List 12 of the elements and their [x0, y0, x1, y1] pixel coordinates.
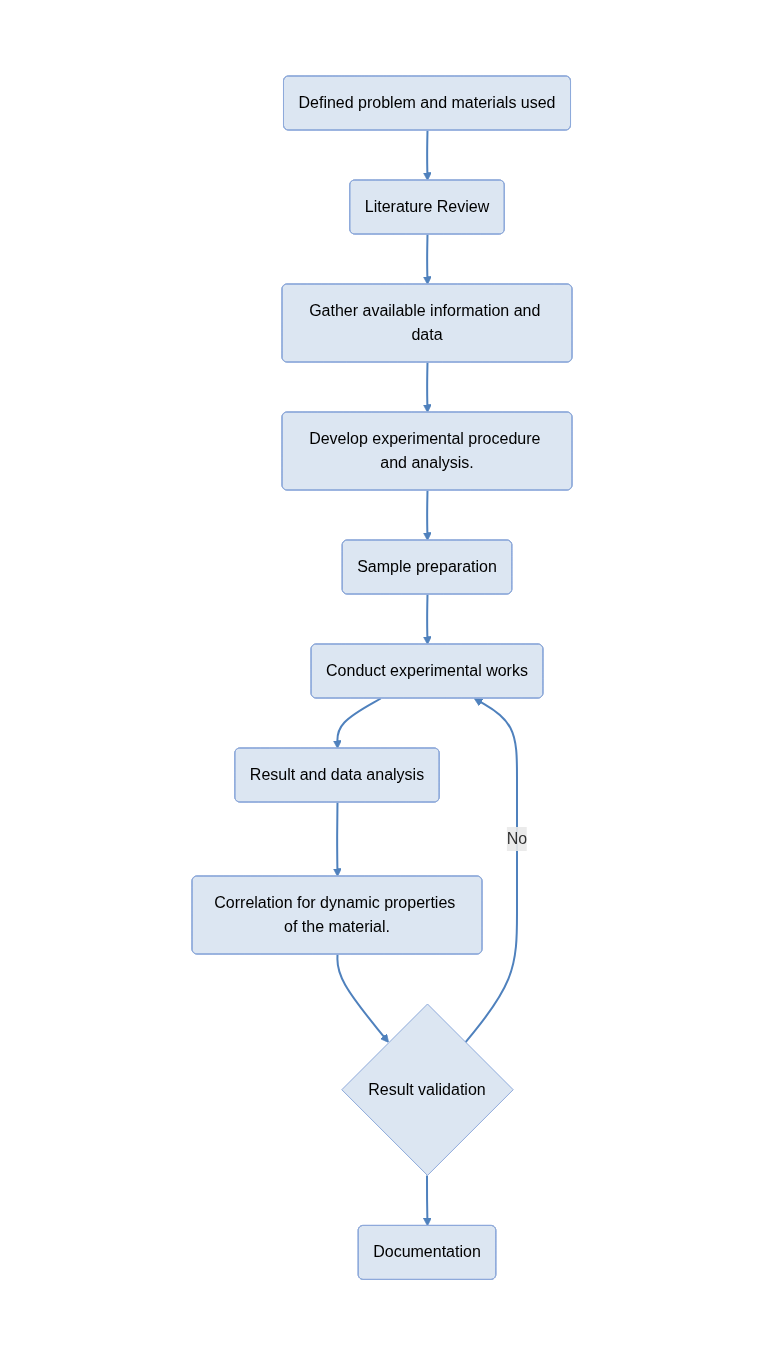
- edge-label: No: [506, 829, 527, 847]
- arrow: [422, 129, 432, 181]
- arrow: [422, 593, 432, 645]
- arrow: [332, 697, 382, 749]
- arrow: [335, 953, 389, 1043]
- arrow: [463, 697, 518, 1044]
- arrow: [422, 1174, 432, 1227]
- arrow: [422, 233, 432, 285]
- node-diamond: Result validation: [340, 1003, 514, 1176]
- arrow: [332, 801, 342, 877]
- arrow: [422, 489, 432, 541]
- arrow: [422, 361, 432, 413]
